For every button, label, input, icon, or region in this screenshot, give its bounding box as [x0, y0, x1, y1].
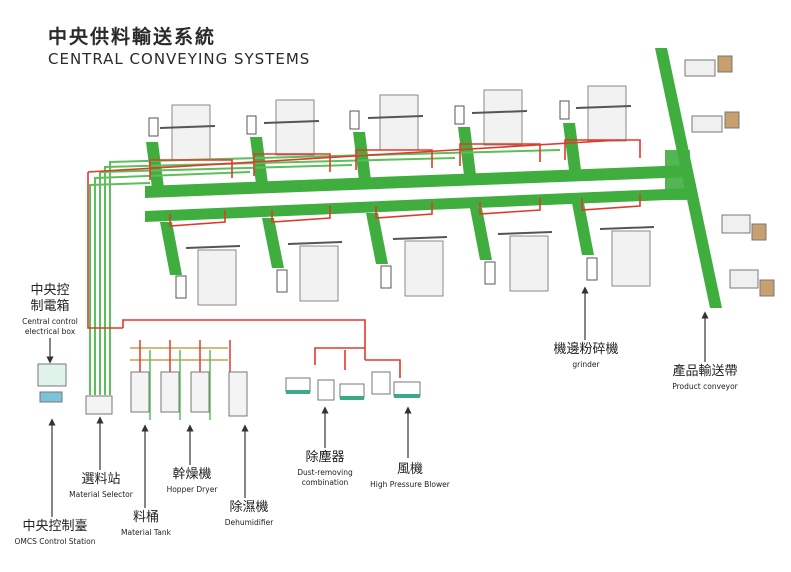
upper-machine-3: [379, 94, 419, 151]
lower-branch-1: [160, 222, 182, 275]
material-tank-3: [190, 371, 210, 413]
label-hopper-dryer-en: Hopper Dryer: [166, 485, 218, 494]
material-tank-1: [130, 371, 150, 413]
lower-machine-1: [197, 249, 237, 306]
label-control-box-zh-1: 中央控: [30, 283, 70, 298]
label-control-station-zh: 中央控制臺: [22, 519, 88, 534]
product-stations: [684, 55, 775, 297]
title-chinese: 中央供料輸送系統: [48, 26, 217, 48]
blower-1: [371, 371, 391, 395]
dust-remover-1: [285, 377, 311, 393]
lower-machine-3: [404, 240, 444, 297]
lower-branch-5: [572, 203, 594, 255]
red-pipes: [87, 139, 641, 378]
label-dust-removing-en-2: combination: [301, 478, 349, 487]
label-grinder: 機邊粉碎機 grinder: [550, 342, 622, 370]
upper-branch-4: [458, 127, 476, 175]
upper-machines: [171, 85, 627, 161]
main-conveyors: [145, 48, 722, 308]
lower-machine-4: [509, 235, 549, 292]
lower-branch-conveyors: [160, 203, 594, 275]
label-dehumidifier: 除濕機 Dehumidifier: [218, 500, 280, 528]
label-material-selector-en: Material Selector: [69, 490, 133, 499]
lower-branch-3: [366, 213, 388, 264]
label-arrows: [46, 286, 709, 517]
label-control-box-en-2: electrical box: [24, 327, 76, 336]
label-material-selector-zh: 選料站: [81, 472, 121, 487]
lower-machine-arms: [185, 226, 655, 249]
material-tank-2: [160, 371, 180, 413]
label-control-box-zh-2: 制電箱: [30, 299, 70, 314]
material-selector-unit: [85, 395, 113, 415]
control-box-cabinet: [37, 363, 67, 387]
upper-machine-2: [275, 99, 315, 156]
label-control-station: 中央控制臺 OMCS Control Station: [10, 519, 100, 547]
lower-machines: [197, 230, 651, 306]
label-product-conveyor-zh: 產品輸送帶: [672, 364, 738, 379]
lower-branch-4: [470, 208, 492, 260]
upper-main-conveyor: [145, 165, 690, 198]
lower-main-conveyor: [145, 188, 690, 222]
bottom-equipment: [37, 363, 421, 417]
label-material-tank-en: Material Tank: [121, 528, 171, 537]
label-material-selector: 選料站 Material Selector: [65, 472, 137, 500]
label-blower-zh: 風機: [396, 462, 423, 477]
label-hopper-dryer-zh: 幹燥機: [172, 467, 212, 482]
label-dehumidifier-zh: 除濕機: [229, 500, 269, 515]
label-grinder-zh: 機邊粉碎機: [553, 342, 619, 357]
label-dust-removing-en-1: Dust-removing: [297, 468, 353, 477]
label-dust-removing-zh: 除塵器: [305, 450, 345, 465]
blower-2: [393, 381, 421, 397]
lower-machine-5: [611, 230, 651, 287]
label-dehumidifier-en: Dehumidifier: [224, 518, 274, 527]
label-control-station-en: OMCS Control Station: [14, 537, 96, 546]
upper-branch-2: [250, 137, 268, 184]
label-product-conveyor: 產品輸送帶 Product conveyor: [660, 364, 750, 392]
lower-branch-2: [262, 218, 284, 268]
upper-branch-5: [563, 123, 581, 170]
dust-remover-2: [317, 379, 335, 401]
label-control-box: 中央控 制電箱 Central control electrical box: [20, 283, 80, 337]
cross-conveyor: [665, 150, 690, 200]
grinder-unit: [586, 257, 598, 281]
dryer-piping: [130, 340, 231, 420]
upper-machine-4: [483, 89, 523, 146]
lower-machine-2: [299, 245, 339, 302]
control-station-desk: [39, 391, 63, 403]
lower-small-units: [175, 257, 598, 299]
upper-machine-5: [587, 85, 627, 142]
label-material-tank: 料桶 Material Tank: [115, 510, 177, 538]
dust-remover-3: [339, 383, 365, 399]
label-control-box-en-1: Central control: [22, 317, 78, 326]
label-grinder-en: grinder: [572, 360, 600, 369]
label-dust-removing: 除塵器 Dust-removing combination: [290, 450, 360, 488]
upper-machine-1: [171, 104, 211, 161]
dehumidifier-unit: [228, 371, 248, 417]
upper-machine-arms: [159, 105, 632, 129]
label-material-tank-zh: 料桶: [132, 510, 159, 525]
label-product-conveyor-en: Product conveyor: [672, 382, 738, 391]
label-blower-en: High Pressure Blower: [370, 480, 450, 489]
label-blower: 風機 High Pressure Blower: [362, 462, 458, 490]
title-english: CENTRAL CONVEYING SYSTEMS: [48, 50, 311, 68]
upper-hopper-loaders: [148, 100, 570, 137]
label-hopper-dryer: 幹燥機 Hopper Dryer: [160, 467, 224, 495]
